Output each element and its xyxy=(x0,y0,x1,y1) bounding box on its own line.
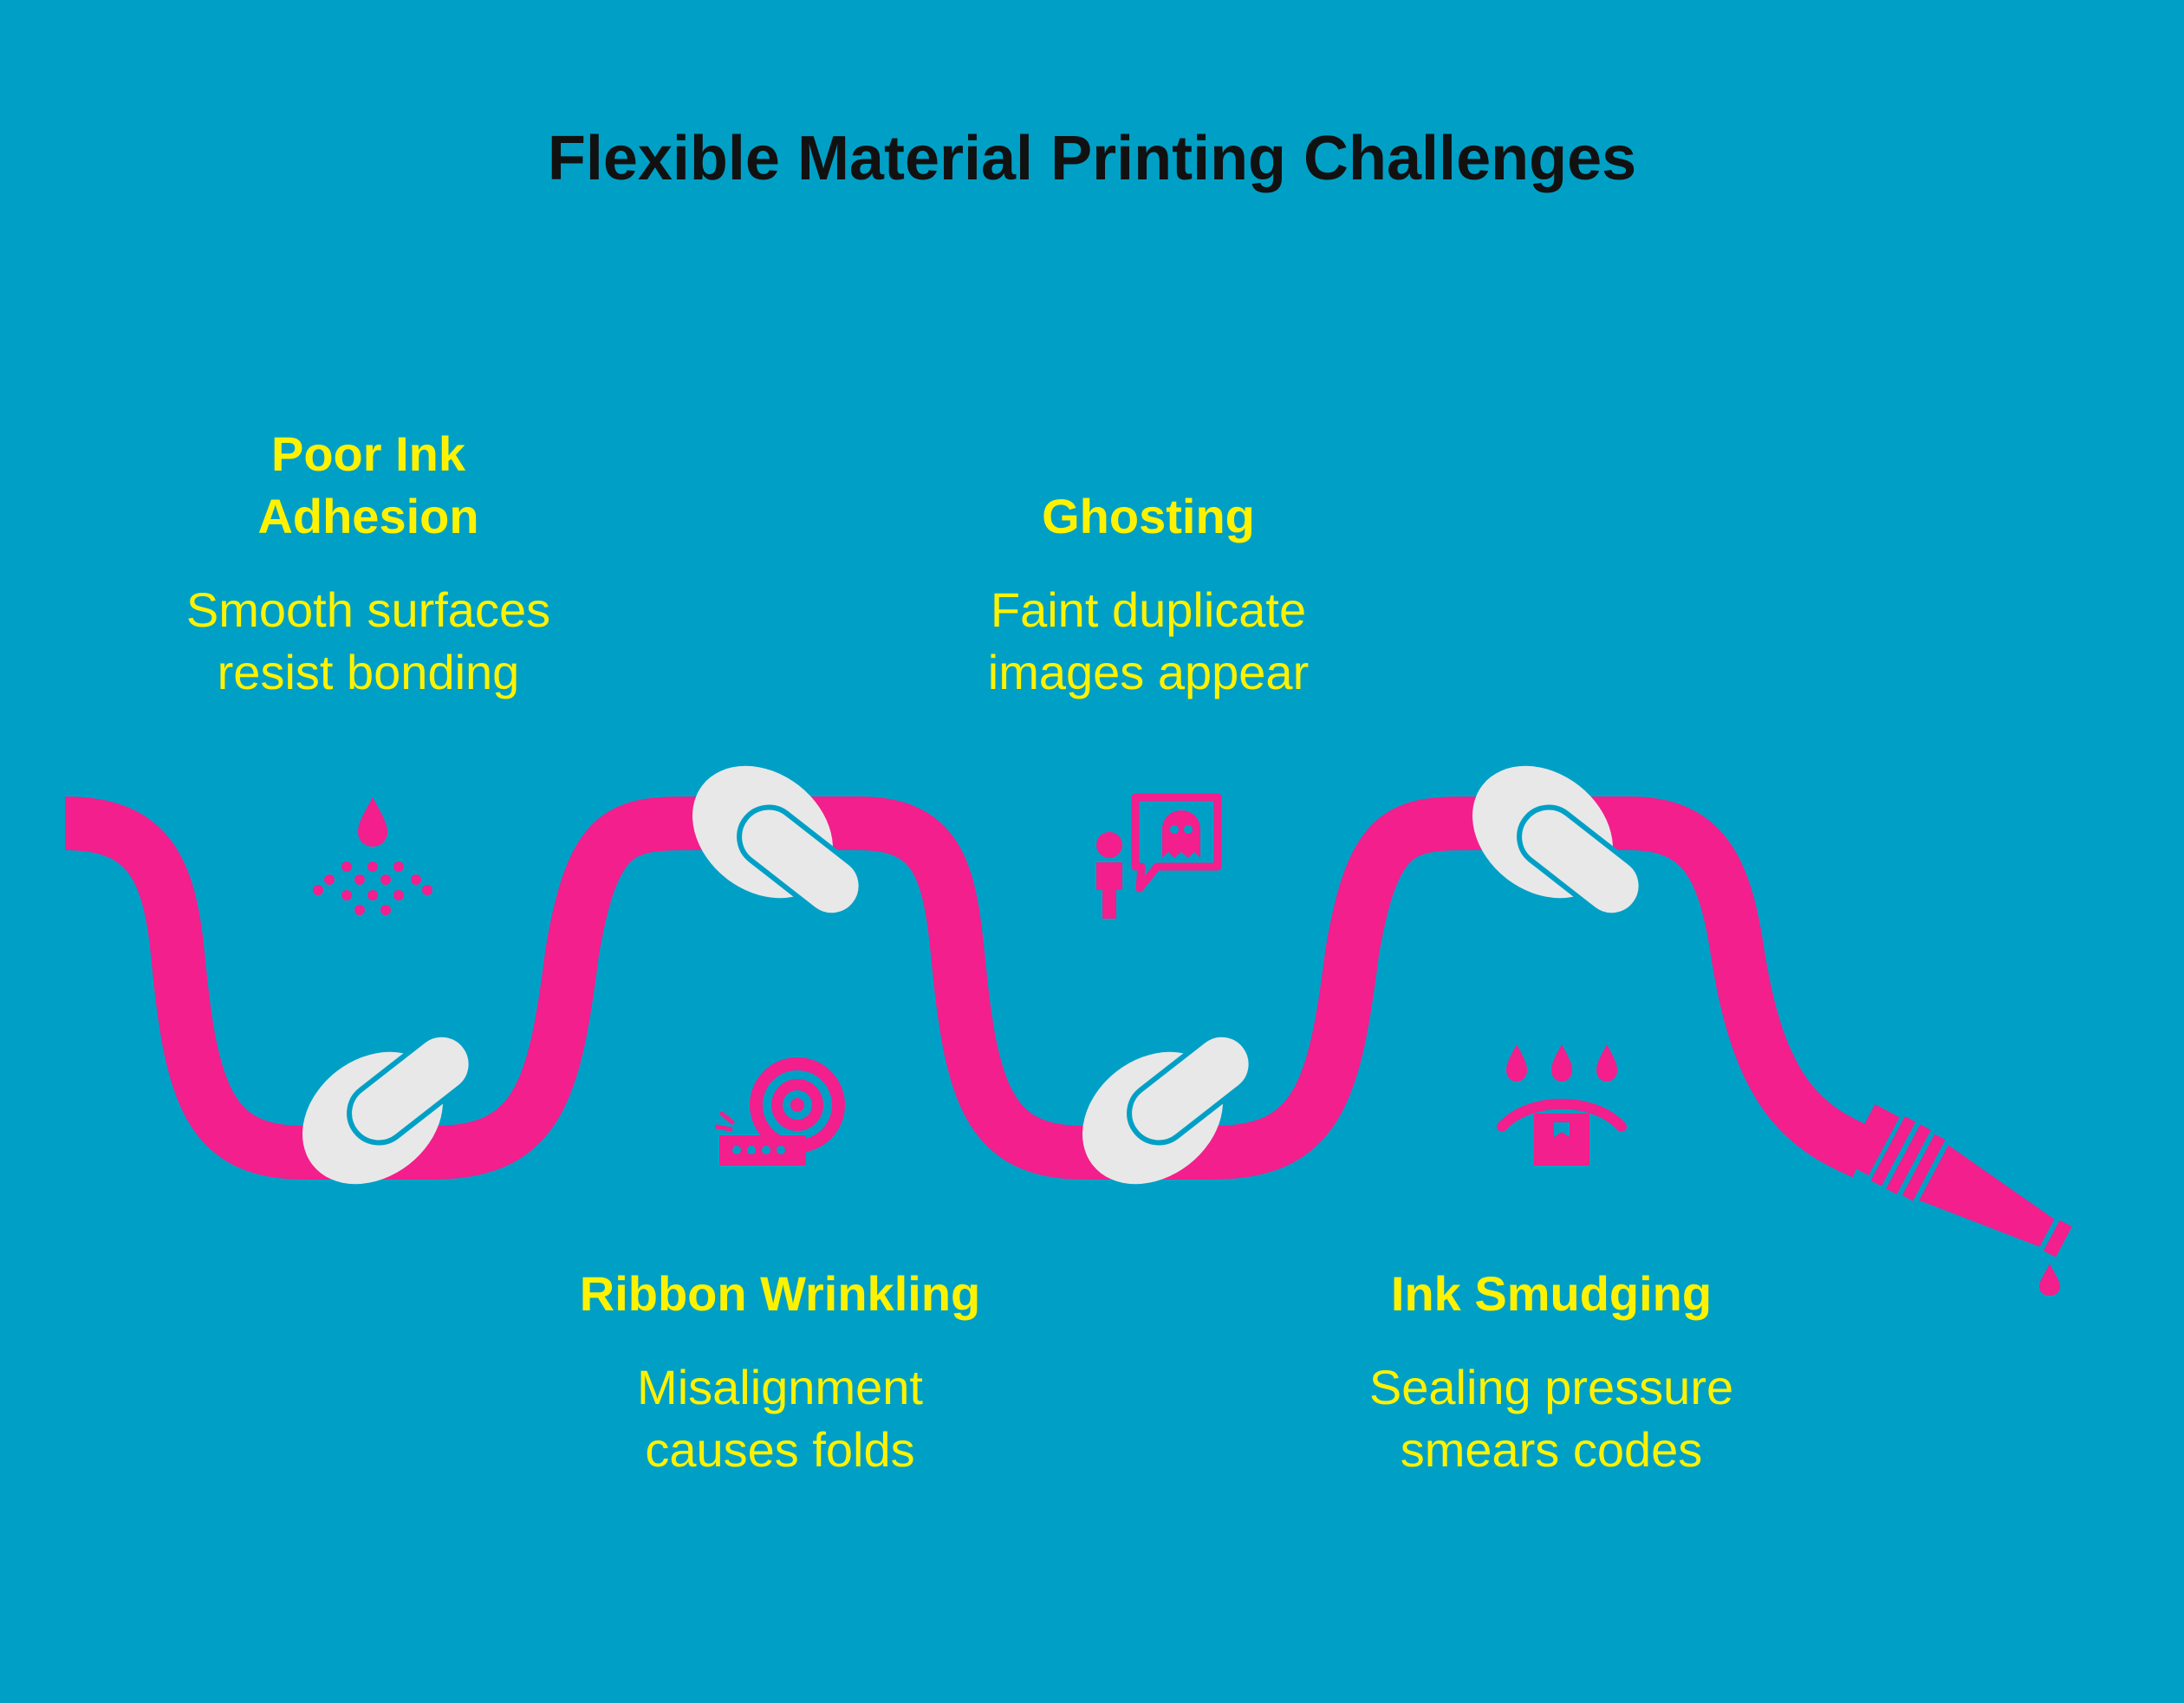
challenge-title: Ribbon Wrinkling xyxy=(579,1266,981,1321)
desc-line: causes folds xyxy=(645,1422,915,1477)
clamp-1 xyxy=(302,1031,474,1185)
desc-line: resist bonding xyxy=(217,645,520,699)
pressure-drops-icon xyxy=(1497,1044,1627,1166)
title-line: Poor Ink xyxy=(270,426,466,481)
challenge-description: Misalignment causes folds xyxy=(503,1356,1057,1481)
desc-line: smears codes xyxy=(1400,1422,1703,1477)
challenge-title: Poor Ink Adhesion xyxy=(91,423,646,548)
ghost-speech-icon xyxy=(1096,793,1222,919)
challenge-title: Ghosting xyxy=(1042,489,1255,543)
desc-line: Faint duplicate xyxy=(990,582,1307,637)
challenge-description: Sealing pressure smears codes xyxy=(1274,1356,1829,1481)
challenge-ribbon-wrinkling: Ribbon Wrinkling Misalignment causes fol… xyxy=(503,1263,1057,1481)
nozzle xyxy=(1843,1104,2072,1258)
desc-line: images appear xyxy=(987,645,1310,699)
title-line: Adhesion xyxy=(257,489,479,543)
challenge-ghosting: Ghosting Faint duplicate images appear xyxy=(871,485,1426,704)
ink-spray-icon xyxy=(313,797,432,915)
ribbon-roll-icon xyxy=(715,1057,845,1166)
hose-path xyxy=(64,796,1875,1180)
clamp-2 xyxy=(692,765,864,919)
challenge-description: Smooth surfaces resist bonding xyxy=(91,579,646,704)
challenge-ink-smudging: Ink Smudging Sealing pressure smears cod… xyxy=(1274,1263,1829,1481)
nozzle-drop xyxy=(2039,1264,2060,1296)
challenge-poor-ink-adhesion: Poor Ink Adhesion Smooth surfaces resist… xyxy=(91,423,646,704)
desc-line: Misalignment xyxy=(637,1360,923,1414)
desc-line: Smooth surfaces xyxy=(185,582,551,637)
challenge-description: Faint duplicate images appear xyxy=(871,579,1426,704)
desc-line: Sealing pressure xyxy=(1368,1360,1734,1414)
challenge-title: Ink Smudging xyxy=(1390,1266,1713,1321)
page-title: Flexible Material Printing Challenges xyxy=(547,124,1637,193)
clamp-4 xyxy=(1472,765,1644,919)
clamp-3 xyxy=(1082,1031,1254,1185)
